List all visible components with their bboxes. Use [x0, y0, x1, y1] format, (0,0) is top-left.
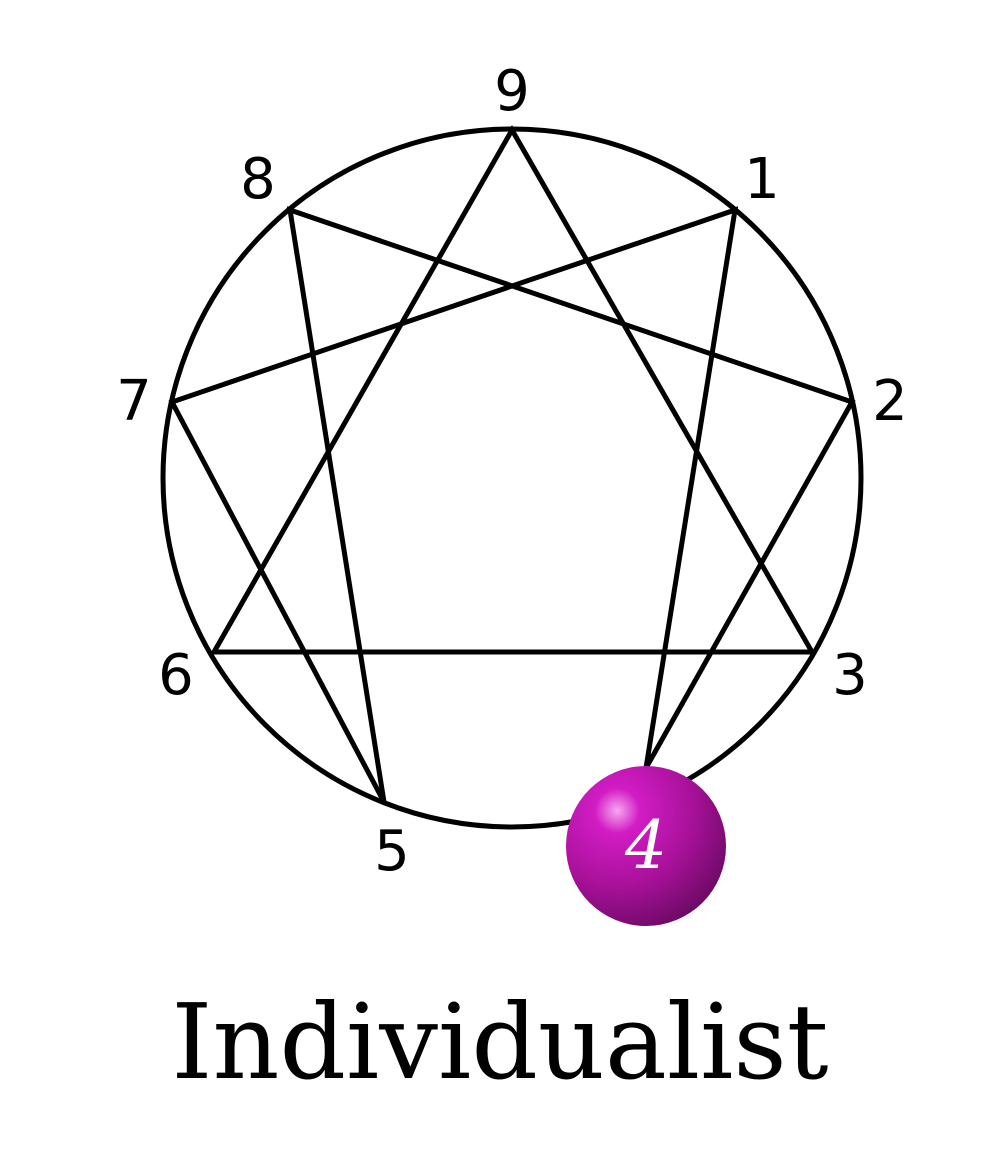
- point-label-9: 9: [494, 59, 530, 124]
- highlighted-type-number: 4: [625, 807, 667, 884]
- point-label-1: 1: [744, 147, 780, 212]
- hexad-lines: [168, 206, 856, 804]
- type-4-sphere: [566, 766, 726, 926]
- point-label-5: 5: [374, 819, 410, 884]
- point-label-6: 6: [158, 643, 194, 708]
- point-label-8: 8: [240, 147, 276, 212]
- point-label-2: 2: [872, 369, 908, 434]
- point-label-7: 7: [116, 369, 152, 434]
- type-title: Individualist: [171, 981, 829, 1103]
- enneagram-circle: [160, 126, 864, 830]
- triangle-lines: [209, 124, 817, 655]
- point-label-3: 3: [832, 643, 868, 708]
